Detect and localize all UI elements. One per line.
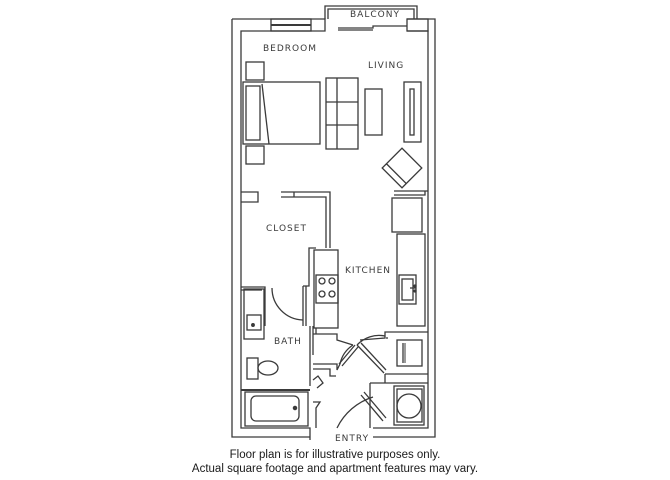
kitchen-counter-left [313, 249, 339, 329]
nightstand-top [245, 61, 265, 81]
kitchen-counter-right [396, 233, 426, 327]
bedroom-window [270, 18, 312, 32]
laundry-closet-upper [356, 331, 428, 383]
balcony [324, 5, 429, 32]
armchair [381, 147, 423, 189]
room-label-entry: ENTRY [335, 434, 370, 444]
bathtub [244, 391, 309, 427]
coffee-table [364, 88, 383, 136]
nightstand-bottom [245, 145, 265, 165]
disclaimer-line-2: Actual square footage and apartment feat… [191, 463, 479, 475]
room-label-living: LIVING [368, 61, 405, 71]
room-label-balcony: BALCONY [350, 10, 400, 20]
laundry-closet-lower [360, 382, 428, 428]
entry-door-swing [336, 396, 374, 429]
room-label-kitchen: KITCHEN [345, 266, 391, 276]
sofa [325, 77, 359, 150]
refrigerator [391, 197, 423, 233]
closet-bath-wall [241, 247, 316, 326]
hall-closet-left [312, 333, 359, 428]
bedroom-closet-partition [241, 190, 428, 248]
room-label-closet: CLOSET [266, 224, 307, 234]
bath-vanity [243, 288, 265, 340]
room-label-bath: BATH [274, 337, 302, 347]
tv-console [403, 81, 422, 143]
disclaimer-line-1: Floor plan is for illustrative purposes … [229, 449, 441, 461]
room-label-bedroom: BEDROOM [263, 44, 317, 54]
closet-door-swing [271, 287, 304, 321]
bed [242, 81, 321, 145]
toilet [246, 357, 279, 380]
bath-wall [241, 326, 314, 391]
